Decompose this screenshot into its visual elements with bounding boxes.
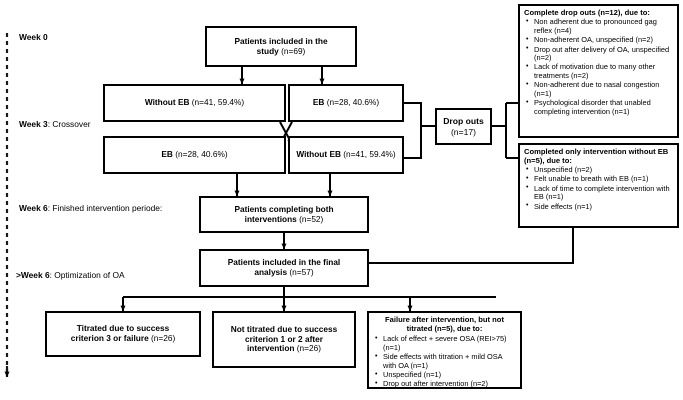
node-arm-without-eb-bottom-n: (n=41, 59.4%) — [343, 149, 396, 160]
node-titrated-n: (n=26) — [151, 333, 176, 343]
timeline-label-week3-bold: Week 3 — [19, 119, 48, 129]
timeline-label-after-week6: >Week 6: Optimization of OA — [16, 270, 125, 280]
node-patients-included-line1: Patients included in the — [234, 35, 328, 46]
node-not-titrated-n: (n=26) — [296, 343, 321, 354]
detail-failure-after-intervention-list: Lack of effect + severe OSA (REI>75) (n=… — [373, 334, 516, 389]
list-item: Non adherent due to pronounced gag refle… — [524, 17, 673, 35]
list-item: Non-adherent OA, unspecified (n=2) — [524, 36, 673, 45]
node-final-analysis: Patients included in the final analysis … — [199, 249, 369, 287]
detail-failure-after-intervention-header: Failure after intervention, but not titr… — [385, 315, 504, 333]
node-not-titrated-line1: Not titrated due to success — [230, 323, 338, 334]
timeline-label-week3: Week 3: Crossover — [19, 119, 91, 129]
node-arm-without-eb-top: Without EB (n=41, 59.4%) — [103, 84, 286, 122]
list-item: Lack of time to complete intervention wi… — [524, 184, 673, 202]
timeline-label-after-week6-rest: : Optimization of OA — [49, 270, 125, 280]
node-not-titrated-line3: intervention — [246, 343, 295, 354]
node-arm-eb-bottom-n: (n=28, 40.6%) — [175, 149, 228, 160]
timeline-label-week0-bold: Week 0 — [19, 32, 48, 42]
node-patients-included-n: (n=69) — [281, 45, 306, 56]
detail-completed-only-without-eb-list: Unspecified (n=2) Felt unable to breath … — [524, 165, 673, 212]
list-item: Unspecified (n=2) — [524, 165, 673, 175]
node-patients-included: Patients included in the study (n=69) — [205, 26, 357, 67]
list-item: Psychological disorder that unabled comp… — [524, 98, 673, 116]
node-not-titrated: Not titrated due to success criterion 1 … — [212, 311, 356, 368]
node-titrated: Titrated due to success criterion 3 or f… — [45, 311, 201, 357]
node-drop-outs-n: (n=17) — [450, 126, 477, 137]
node-arm-without-eb-top-label: Without EB — [144, 97, 190, 108]
timeline-label-week6: Week 6: Finished intervention periode: — [19, 203, 162, 213]
list-item: Lack of motivation due to many other tre… — [524, 62, 673, 80]
detail-completed-only-without-eb: Completed only intervention without EB (… — [518, 143, 679, 228]
detail-failure-after-intervention: Failure after intervention, but not titr… — [367, 311, 522, 389]
timeline-label-after-week6-bold: >Week 6 — [16, 270, 50, 280]
list-item: Drop out after delivery of OA, unspecifi… — [524, 45, 673, 63]
node-arm-without-eb-top-n: (n=41, 59.4%) — [191, 97, 245, 108]
list-item: Drop out after intervention (n=2) — [373, 380, 516, 389]
list-item: Lack of effect + severe OSA (REI>75) (n=… — [373, 334, 516, 352]
list-item: Side effects with titration + mild OSA w… — [373, 352, 516, 370]
node-final-analysis-line2: analysis — [254, 267, 288, 277]
node-completing-both-interventions: Patients completing both interventions (… — [199, 196, 369, 233]
node-patients-included-line2: study — [256, 45, 279, 56]
node-arm-eb-bottom-label: EB — [161, 149, 173, 160]
node-arm-eb-top-label: EB — [312, 97, 325, 108]
node-completing-both-n: (n=52) — [299, 213, 324, 224]
node-final-analysis-n: (n=57) — [289, 267, 314, 277]
node-arm-without-eb-bottom: Without EB (n=41, 59.4%) — [288, 136, 404, 174]
node-arm-eb-bottom: EB (n=28, 40.6%) — [103, 136, 286, 174]
detail-complete-drop-outs-list: Non adherent due to pronounced gag refle… — [524, 17, 673, 117]
list-item: Side effects (n=1) — [524, 202, 673, 212]
list-item: Felt unable to breath with EB (n=1) — [524, 175, 673, 184]
node-titrated-line1: Titrated due to success — [76, 323, 170, 334]
list-item: Unspecified (n=1) — [373, 370, 516, 380]
timeline-label-week6-rest: : Finished intervention periode: — [47, 203, 163, 213]
node-drop-outs-label: Drop outs — [443, 116, 484, 127]
list-item: Non-adherent due to nasal congestion (n=… — [524, 80, 673, 98]
node-final-analysis-line1: Patients included in the final — [227, 257, 341, 268]
timeline-label-week3-rest: : Crossover — [47, 119, 91, 129]
node-titrated-line2: criterion 3 or failure — [70, 333, 149, 343]
timeline-label-week0: Week 0 — [19, 32, 48, 42]
detail-complete-drop-outs: Complete drop outs (n=12), due to: Non a… — [518, 4, 679, 138]
detail-completed-only-without-eb-header: Completed only intervention without EB (… — [524, 147, 669, 165]
node-drop-outs: Drop outs (n=17) — [435, 108, 492, 145]
node-completing-both-line2: interventions — [244, 213, 297, 224]
node-not-titrated-line2: criterion 1 or 2 after — [245, 333, 323, 344]
node-arm-eb-top: EB (n=28, 40.6%) — [288, 84, 404, 122]
node-completing-both-line1: Patients completing both — [234, 203, 334, 214]
node-arm-without-eb-bottom-label: Without EB — [296, 149, 341, 160]
timeline-label-week6-bold: Week 6 — [19, 203, 48, 213]
detail-complete-drop-outs-header: Complete drop outs (n=12), due to: — [524, 8, 650, 17]
node-arm-eb-top-n: (n=28, 40.6%) — [326, 97, 380, 108]
